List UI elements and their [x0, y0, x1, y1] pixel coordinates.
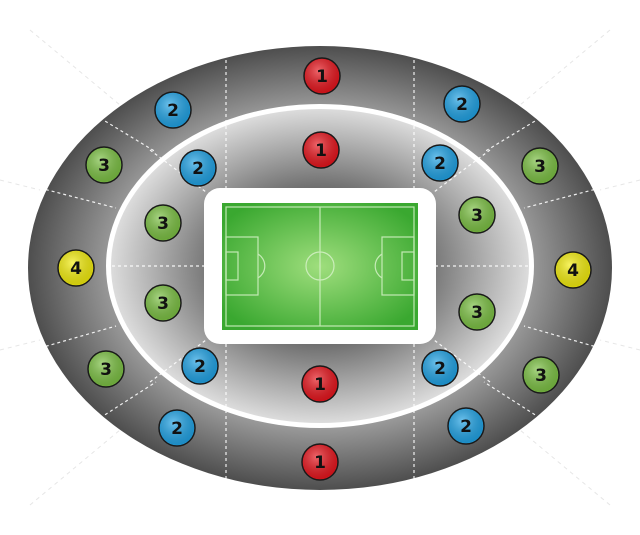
- zone-badge-shade: [181, 151, 215, 185]
- zone-badge-label: 1: [315, 141, 327, 161]
- zone-badge-outer-bottom-right[interactable]: 2: [447, 407, 485, 445]
- zone-badge-outer-right-end[interactable]: 4: [554, 251, 592, 289]
- zone-badge-inner-left-lower[interactable]: 3: [144, 284, 182, 322]
- zone-badge-inner-bottom-center[interactable]: 1: [301, 365, 339, 403]
- zone-badges: 1 1 1 1 2 2 2 2 2 2 2 2 3 3 3 3 3 3 3 3 4 4: [57, 57, 592, 481]
- zone-badge-outer-top-center[interactable]: 1: [303, 57, 341, 95]
- zone-badge-outer-top-right[interactable]: 2: [443, 85, 481, 123]
- zone-badge-inner-bottom-left[interactable]: 2: [181, 347, 219, 385]
- zone-badge-inner-top-right[interactable]: 2: [421, 144, 459, 182]
- zone-badge-inner-top-left[interactable]: 2: [179, 149, 217, 187]
- zone-badge-shade: [160, 411, 194, 445]
- zone-badge-shade: [423, 351, 457, 385]
- zone-badge-label: 3: [471, 303, 483, 323]
- zone-badge-label: 1: [314, 453, 326, 473]
- zone-badge-shade: [304, 133, 338, 167]
- zone-badge-label: 2: [167, 101, 179, 121]
- zone-badge-shade: [156, 93, 190, 127]
- zone-badge-label: 2: [456, 95, 468, 115]
- zone-badge-outer-upper-left[interactable]: 3: [85, 146, 123, 184]
- zone-badge-shade: [89, 352, 123, 386]
- zone-badge-shade: [87, 148, 121, 182]
- zone-badge-outer-lower-left[interactable]: 3: [87, 350, 125, 388]
- zone-badge-label: 3: [157, 294, 169, 314]
- zone-badge-label: 3: [534, 157, 546, 177]
- zone-badge-shade: [303, 445, 337, 479]
- zone-badge-shade: [303, 367, 337, 401]
- zone-badge-label: 2: [434, 359, 446, 379]
- zone-badge-outer-lower-right[interactable]: 3: [522, 356, 560, 394]
- zone-badge-label: 2: [434, 154, 446, 174]
- zone-badge-shade: [423, 146, 457, 180]
- zone-badge-label: 1: [314, 375, 326, 395]
- zone-badge-shade: [146, 206, 180, 240]
- sector-dividers: [39, 48, 601, 487]
- zone-badge-shade: [445, 87, 479, 121]
- zone-badge-outer-upper-right[interactable]: 3: [521, 147, 559, 185]
- zone-badge-shade: [460, 295, 494, 329]
- zone-badge-shade: [305, 59, 339, 93]
- zone-badge-inner-right-lower[interactable]: 3: [458, 293, 496, 331]
- zone-badge-outer-bottom-center[interactable]: 1: [301, 443, 339, 481]
- zone-badge-shade: [523, 149, 557, 183]
- zone-badge-label: 2: [192, 159, 204, 179]
- zone-badge-label: 3: [535, 366, 547, 386]
- zone-badge-shade: [146, 286, 180, 320]
- zone-badge-label: 4: [70, 259, 82, 279]
- zone-badge-label: 2: [171, 419, 183, 439]
- zone-badge-shade: [59, 251, 93, 285]
- zone-badge-label: 4: [567, 261, 579, 281]
- zone-badge-label: 3: [100, 360, 112, 380]
- zone-badge-label: 2: [460, 417, 472, 437]
- pitch-markings: [225, 206, 415, 327]
- zone-badge-inner-top-center[interactable]: 1: [302, 131, 340, 169]
- zone-badge-label: 2: [194, 357, 206, 377]
- zone-badge-label: 3: [98, 156, 110, 176]
- zone-badge-label: 3: [157, 214, 169, 234]
- zone-badge-inner-right-upper[interactable]: 3: [458, 196, 496, 234]
- zone-badge-inner-bottom-right[interactable]: 2: [421, 349, 459, 387]
- zone-badge-inner-left-upper[interactable]: 3: [144, 204, 182, 242]
- zone-badge-shade: [460, 198, 494, 232]
- zone-badge-shade: [183, 349, 217, 383]
- zone-badge-label: 3: [471, 206, 483, 226]
- zone-badge-shade: [524, 358, 558, 392]
- zone-badge-shade: [449, 409, 483, 443]
- zone-badge-outer-bottom-left[interactable]: 2: [158, 409, 196, 447]
- zone-badge-outer-top-left[interactable]: 2: [154, 91, 192, 129]
- zone-badge-shade: [556, 253, 590, 287]
- zone-badge-label: 1: [316, 67, 328, 87]
- zone-badge-outer-left-end[interactable]: 4: [57, 249, 95, 287]
